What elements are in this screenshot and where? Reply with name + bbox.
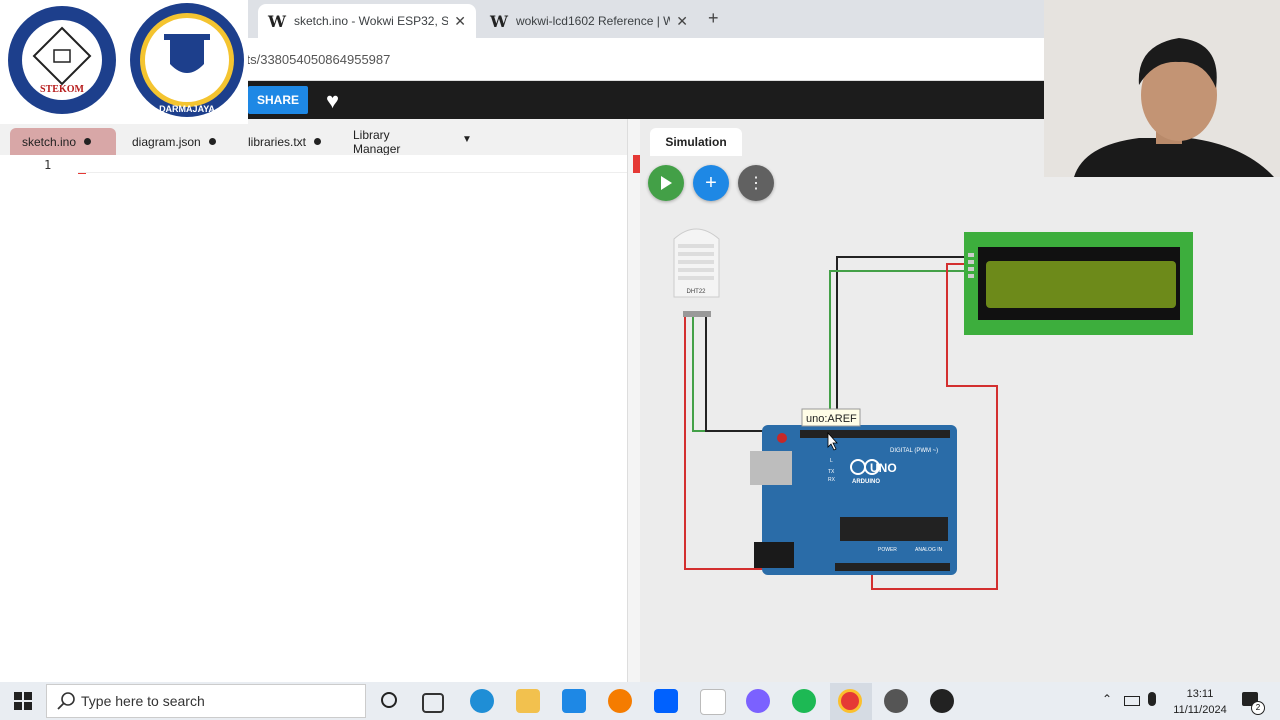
l-label: L xyxy=(830,458,833,464)
copilot-icon[interactable] xyxy=(746,689,770,713)
more-options-button[interactable]: ⋮ xyxy=(738,165,774,201)
chevron-up-icon[interactable]: ⌃ xyxy=(1102,692,1113,706)
webcam-overlay xyxy=(1044,0,1280,177)
error-squiggle xyxy=(78,165,86,174)
tab-title: sketch.ino - Wokwi ESP32, STM32 xyxy=(293,14,449,28)
settings-gear-icon[interactable] xyxy=(884,689,908,713)
modified-dot-icon xyxy=(208,138,216,145)
new-tab-button[interactable]: + xyxy=(708,8,719,28)
play-icon xyxy=(661,176,672,190)
search-icon xyxy=(57,692,75,710)
current-line-highlight xyxy=(78,172,627,173)
clock-time: 13:11 xyxy=(1186,688,1214,700)
wokwi-favicon-icon: W xyxy=(490,11,508,31)
rx-label: RX xyxy=(828,477,836,483)
kebab-menu-icon: ⋮ xyxy=(748,175,764,192)
tab-library-manager[interactable]: Library Manager xyxy=(341,127,451,156)
stekom-darmajaya-logos: STEKOM DARMAJAYA xyxy=(8,3,244,117)
power-analog-header xyxy=(835,563,950,571)
wire-lcd-sda xyxy=(829,270,973,431)
modified-dot-icon xyxy=(84,138,92,145)
windows-start-icon[interactable] xyxy=(14,692,32,710)
mouse-cursor-icon xyxy=(827,431,838,451)
presenter-video xyxy=(1044,0,1280,177)
notification-count-badge: 2 xyxy=(1251,701,1265,715)
arduino-logo-icon xyxy=(850,459,880,475)
tab-label: Library Manager xyxy=(353,127,401,156)
usb-port xyxy=(750,451,792,485)
svg-text:uno:AREF: uno:AREF xyxy=(806,413,857,425)
logo-overlay: STEKOM DARMAJAYA xyxy=(0,0,248,124)
darmajaya-logo: DARMAJAYA xyxy=(130,3,244,117)
microphone-icon[interactable] xyxy=(1148,692,1156,706)
task-view-icon[interactable] xyxy=(422,693,444,713)
obs-icon[interactable] xyxy=(930,689,954,713)
add-part-button[interactable]: + xyxy=(693,165,729,201)
digital-header xyxy=(800,430,950,438)
tab-simulation[interactable]: Simulation xyxy=(650,128,742,156)
tab-sketch-ino[interactable]: sketch.ino xyxy=(10,128,116,155)
tab-label: diagram.json xyxy=(132,134,201,149)
analog-label: ANALOG IN xyxy=(915,547,943,553)
taskbar-clock[interactable]: 13:11 11/11/2024 xyxy=(1166,686,1234,718)
atmega-chip xyxy=(840,517,948,541)
stekom-logo: STEKOM xyxy=(8,6,116,114)
tab-close-icon[interactable]: ✕ xyxy=(454,12,466,29)
digital-label: DIGITAL (PWM ~) xyxy=(890,448,938,454)
edge-icon[interactable] xyxy=(470,689,494,713)
dht22-sensor[interactable]: DHT22 xyxy=(673,228,720,317)
tab-title: wokwi-lcd1602 Reference | Wokwi xyxy=(515,14,671,28)
spotify-icon[interactable] xyxy=(792,689,816,713)
svg-text:STEKOM: STEKOM xyxy=(40,84,84,95)
tab-label: libraries.txt xyxy=(248,134,307,149)
heart-icon[interactable]: ♥ xyxy=(326,88,340,113)
code-editor[interactable] xyxy=(0,155,627,682)
taskbar-search-box[interactable]: Type here to search xyxy=(46,684,366,718)
scrollbar-error-marker xyxy=(633,155,640,173)
wire-lcd-vcc xyxy=(871,263,998,590)
caret-down-icon[interactable]: ▼ xyxy=(462,134,472,145)
modified-dot-icon xyxy=(314,138,322,145)
reset-button xyxy=(777,433,787,443)
amazon-icon[interactable] xyxy=(700,689,726,715)
search-placeholder: Type here to search xyxy=(81,693,205,709)
cortana-icon[interactable] xyxy=(381,692,397,708)
power-label: POWER xyxy=(878,547,897,553)
pin-tooltip: uno:AREF xyxy=(801,408,861,427)
plus-icon: + xyxy=(705,171,717,194)
mail-icon[interactable] xyxy=(562,689,586,713)
lcd1602-display[interactable] xyxy=(964,232,1193,335)
tab-close-icon[interactable]: ✕ xyxy=(676,12,688,29)
tab-libraries-txt[interactable]: libraries.txt xyxy=(236,128,336,155)
chrome-icon[interactable] xyxy=(838,689,862,713)
dht-label: DHT22 xyxy=(686,289,706,295)
pane-divider[interactable] xyxy=(627,119,641,682)
share-button[interactable]: SHARE xyxy=(248,86,308,114)
dropbox-icon[interactable] xyxy=(654,689,678,713)
wokwi-favicon-icon: W xyxy=(268,11,286,31)
line-number: 1 xyxy=(44,158,52,172)
power-jack xyxy=(754,542,794,568)
wire-dht-data xyxy=(692,314,800,432)
arduino-label: ARDUINO xyxy=(852,479,880,485)
tab-label: sketch.ino xyxy=(22,134,77,149)
file-explorer-icon[interactable] xyxy=(516,689,540,713)
url-text[interactable]: cts/338054050864955987 xyxy=(240,52,391,67)
firefox-icon[interactable] xyxy=(608,689,632,713)
clock-date: 11/11/2024 xyxy=(1173,704,1227,716)
tx-label: TX xyxy=(828,469,835,475)
play-button[interactable] xyxy=(648,165,684,201)
circuit-canvas[interactable]: DHT22 DIGITAL (PWM ~) UNO ARDUINO POWER … xyxy=(640,119,1280,682)
arduino-uno-board[interactable]: DIGITAL (PWM ~) UNO ARDUINO POWER ANALOG… xyxy=(750,425,957,575)
battery-icon[interactable] xyxy=(1124,696,1140,706)
svg-text:DARMAJAYA: DARMAJAYA xyxy=(159,104,215,114)
tab-diagram-json[interactable]: diagram.json xyxy=(120,128,232,155)
wire-lcd-gnd xyxy=(836,256,973,431)
browser-tab-active[interactable]: W sketch.ino - Wokwi ESP32, STM32 ✕ xyxy=(258,4,476,38)
browser-tab[interactable]: W wokwi-lcd1602 Reference | Wokwi ✕ xyxy=(480,4,698,38)
